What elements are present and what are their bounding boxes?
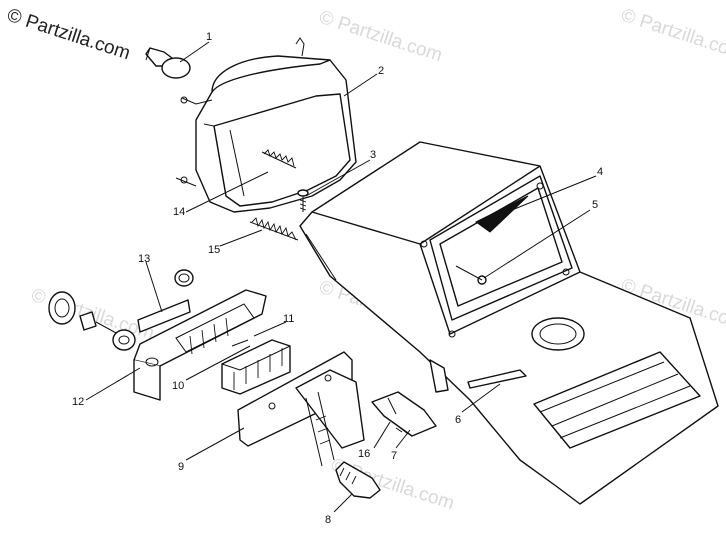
part-grommet-upper — [174, 269, 194, 287]
callout-15: 15 — [208, 244, 220, 256]
watermark-faint: © Partzilla.com — [316, 7, 444, 67]
part-bulb — [145, 47, 191, 79]
watermark-main: © Partzilla.com — [4, 5, 132, 65]
callout-12: 12 — [72, 396, 84, 408]
part-screw-small — [297, 189, 309, 212]
callout-14: 14 — [173, 206, 185, 218]
leader-lines — [85, 41, 597, 513]
part-switch-bracket — [133, 289, 267, 401]
callout-6: 6 — [455, 414, 461, 426]
callout-8: 8 — [325, 514, 331, 526]
callout-16: 16 — [358, 448, 370, 460]
callout-labels: 1 2 3 4 5 6 7 8 9 10 11 12 13 14 15 16 — [72, 31, 603, 526]
part-bulb-lower — [335, 461, 381, 499]
part-mount-bracket — [237, 351, 365, 467]
callout-10: 10 — [172, 380, 184, 392]
part-spring-upper — [261, 149, 297, 169]
callout-3: 3 — [370, 149, 376, 161]
callout-5: 5 — [592, 199, 598, 211]
part-instrument-pod — [299, 141, 719, 505]
callout-13: 13 — [138, 253, 150, 265]
part-headlight-housing — [175, 37, 357, 213]
callout-11: 11 — [283, 313, 294, 325]
callout-9: 9 — [178, 461, 184, 473]
part-key-switch — [48, 291, 136, 351]
part-connector — [221, 339, 291, 395]
callout-1: 1 — [206, 31, 212, 43]
part-toggle-switch — [371, 391, 437, 437]
callout-4: 4 — [597, 166, 603, 178]
watermark-faint: © Partzilla.com — [618, 5, 726, 65]
callout-7: 7 — [391, 450, 397, 462]
part-spring-lower — [249, 217, 299, 241]
callout-2: 2 — [378, 65, 384, 77]
